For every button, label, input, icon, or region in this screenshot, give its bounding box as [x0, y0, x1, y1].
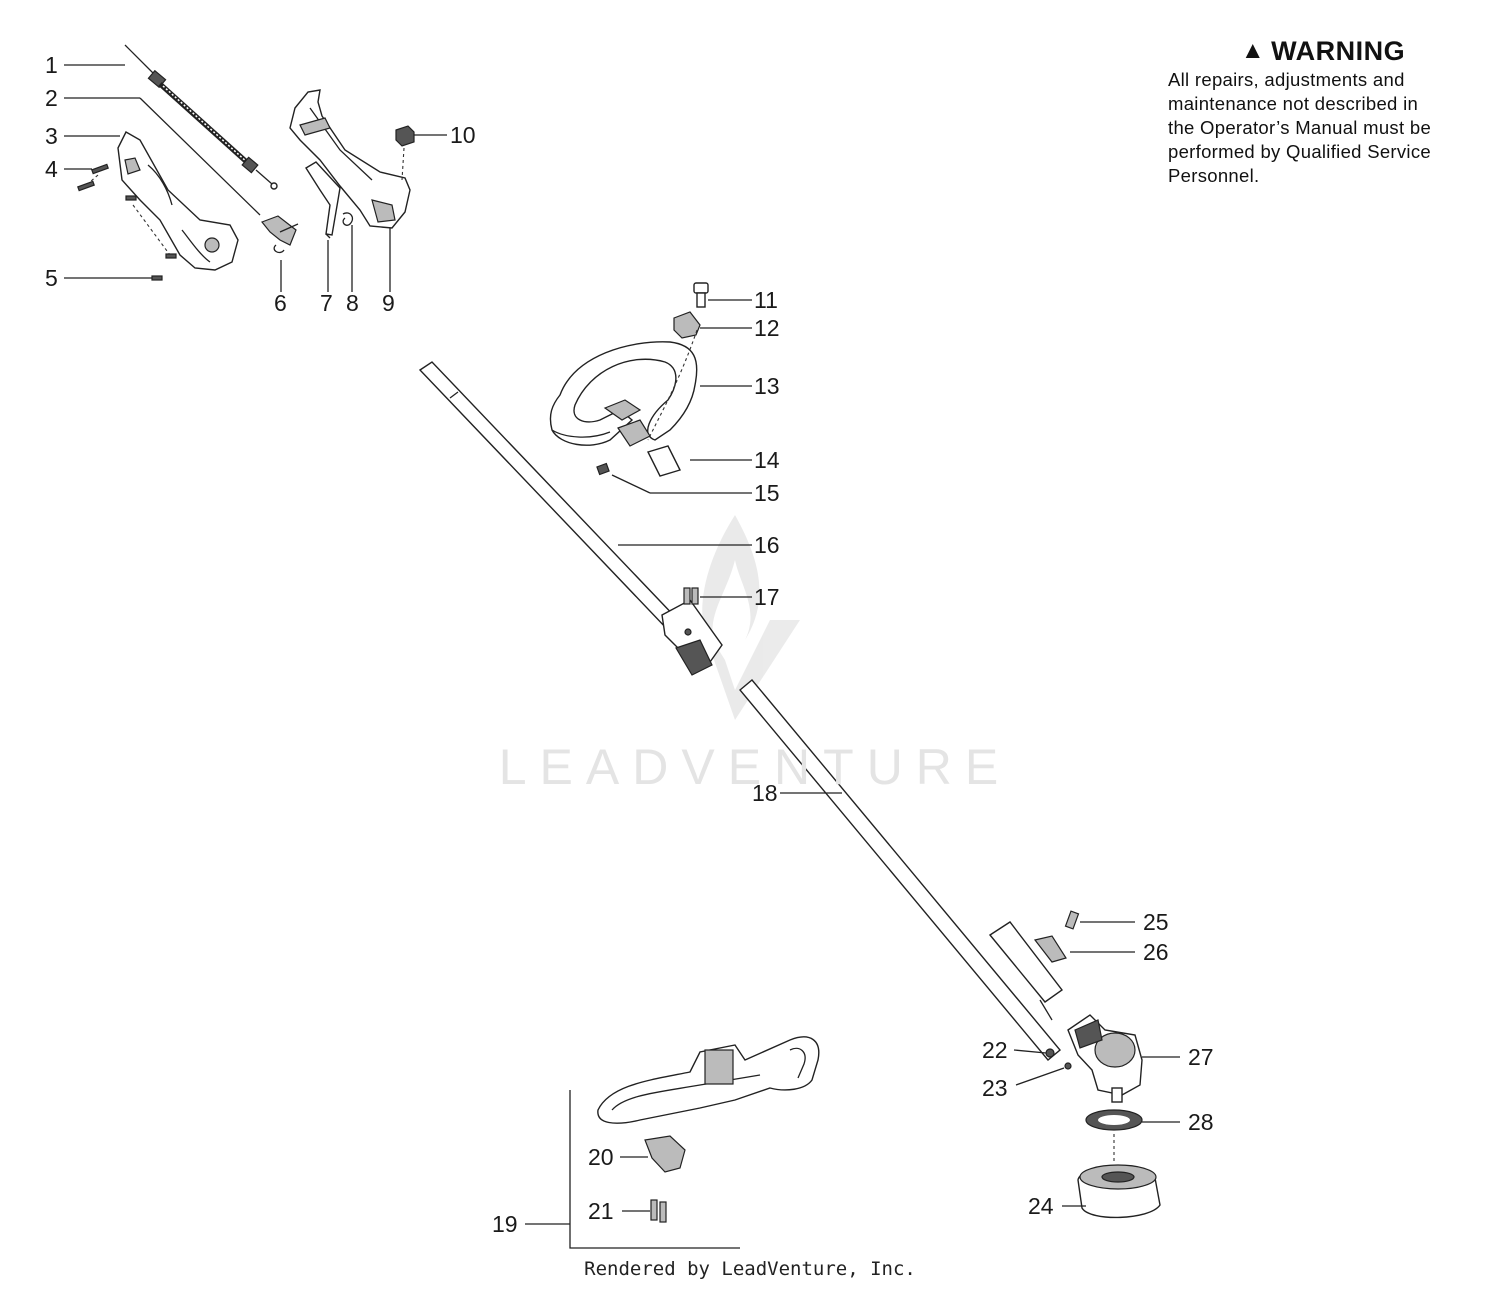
callout-11: 11 [754, 287, 778, 313]
screws-part-21 [650, 1199, 667, 1223]
callout-20: 20 [588, 1144, 614, 1170]
screws-part-17 [683, 587, 699, 605]
housing-part-9 [289, 89, 411, 229]
warning-text: All repairs, adjustments and maintenance… [1168, 68, 1488, 188]
warning-line: maintenance not described in [1168, 93, 1419, 114]
coupler-part [661, 599, 723, 676]
callout-19: 19 [492, 1211, 518, 1237]
warning-title: ▲ WARNING [1168, 36, 1478, 66]
screw-part-25 [1064, 910, 1080, 930]
switch-part-10 [395, 125, 415, 147]
bracket-part-14 [617, 419, 681, 477]
callout-21: 21 [588, 1198, 614, 1224]
spring-part-6 [261, 215, 299, 254]
throttle-cable-part [124, 44, 278, 190]
bolt-part-11 [693, 282, 709, 308]
callout-28: 28 [1188, 1109, 1214, 1135]
washer-part-28 [1085, 1109, 1143, 1131]
trimmer-head-part-24 [1077, 1164, 1161, 1219]
callout-2: 2 [45, 85, 58, 111]
bracket-part-20 [644, 1135, 686, 1173]
callout-16: 16 [754, 532, 780, 558]
clamp-part-12 [673, 311, 701, 339]
callout-14: 14 [754, 447, 780, 473]
screw-part-23 [1064, 1062, 1072, 1070]
trigger-part-7 [305, 161, 341, 239]
callout-18: 18 [752, 780, 778, 806]
warning-line: All repairs, adjustments and [1168, 69, 1405, 90]
screw-part-22 [1045, 1048, 1055, 1058]
callout-5: 5 [45, 265, 58, 291]
callout-12: 12 [754, 315, 780, 341]
warning-title-text: WARNING [1271, 36, 1406, 66]
callout-labels: 1 2 3 4 5 6 7 8 9 10 11 12 13 14 15 16 1… [45, 52, 1214, 1237]
warning-triangle-icon: ▲ [1240, 37, 1266, 64]
callout-13: 13 [754, 373, 780, 399]
callout-8: 8 [346, 290, 359, 316]
spring-part-8 [342, 212, 354, 226]
warning-box: ▲ WARNING All repairs, adjustments and m… [1168, 36, 1488, 188]
watermark-logo-icon [700, 515, 800, 720]
callout-15: 15 [754, 480, 780, 506]
gear-head-part-27 [1067, 1014, 1143, 1103]
callout-25: 25 [1143, 909, 1169, 935]
callout-17: 17 [754, 584, 780, 610]
guard-part-19 [597, 1036, 820, 1124]
callout-7: 7 [320, 290, 333, 316]
upper-shaft-part-16 [418, 361, 682, 631]
watermark-text: LEADVENTURE [498, 739, 1012, 795]
callout-27: 27 [1188, 1044, 1214, 1070]
callout-9: 9 [382, 290, 395, 316]
callout-6: 6 [274, 290, 287, 316]
callout-4: 4 [45, 156, 58, 182]
warning-line: performed by Qualified Service [1168, 141, 1431, 162]
lower-shaft-part-18 [739, 679, 1063, 1061]
handle-shell-part [117, 131, 239, 271]
warning-line: the Operator’s Manual must be [1168, 117, 1432, 138]
warning-line: Personnel. [1168, 165, 1260, 186]
callout-23: 23 [982, 1075, 1008, 1101]
screws-part-4 [77, 163, 109, 192]
footer-credit: Rendered by LeadVenture, Inc. [584, 1258, 916, 1280]
loop-handle-part-13 [549, 329, 698, 446]
callout-22: 22 [982, 1037, 1008, 1063]
callout-1: 1 [45, 52, 58, 78]
callout-3: 3 [45, 123, 58, 149]
callout-10: 10 [450, 122, 476, 148]
callout-26: 26 [1143, 939, 1169, 965]
clip-part-26 [1033, 935, 1067, 963]
callout-24: 24 [1028, 1193, 1054, 1219]
nut-part-15 [596, 462, 610, 476]
